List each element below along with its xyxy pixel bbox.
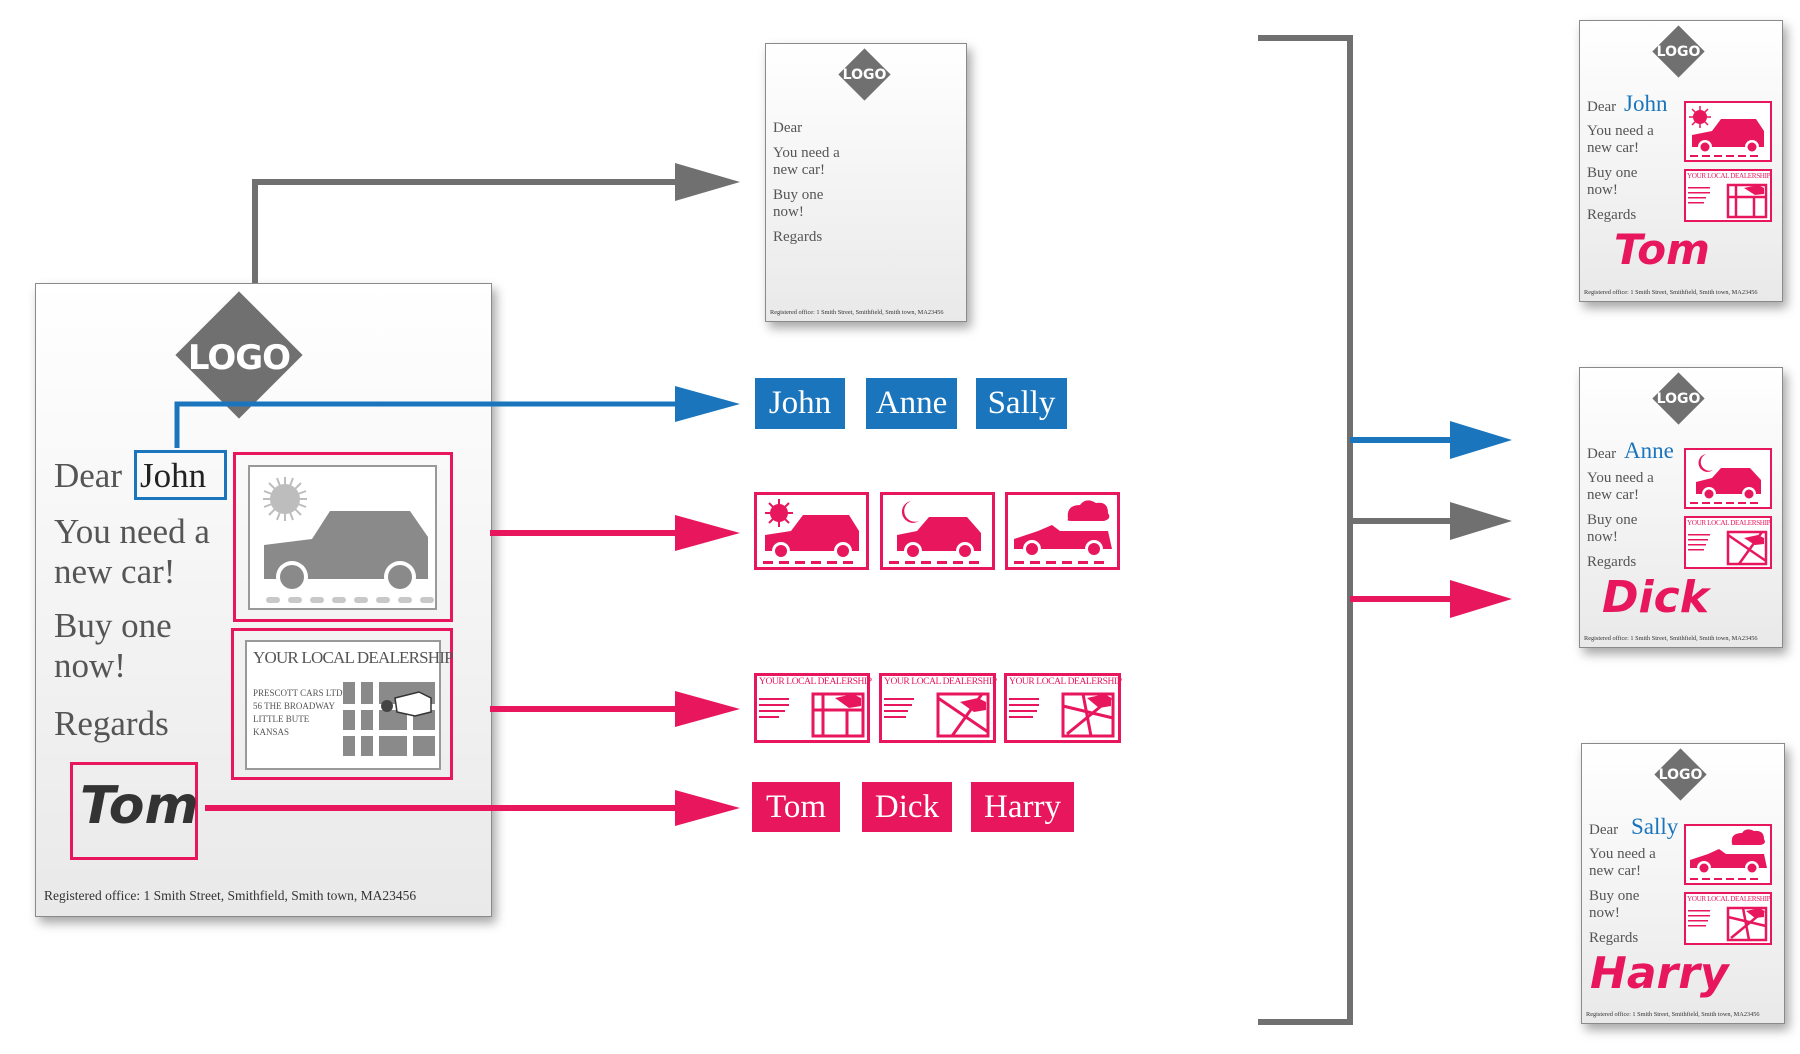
signature-tag-harry: Harry — [971, 782, 1074, 832]
output-name: Sally — [1631, 814, 1679, 839]
master-line1: You need a — [54, 512, 210, 551]
master-document: LOGO Dear John You need a new car! Buy o… — [35, 283, 492, 917]
master-dear: Dear — [54, 456, 123, 495]
master-dealer-field — [231, 628, 453, 780]
master-line2: new car! — [54, 552, 176, 591]
master-dealer-box: YOUR LOCAL DEALERSHIP PRESCOTT CARS LTD … — [245, 640, 454, 770]
template-document: LOGO Dear You need a new car! Buy one no… — [765, 43, 967, 322]
dealer-tile-2: YOUR LOCAL DEALERSHIP — [879, 673, 997, 743]
name-tag-john: John — [755, 378, 845, 429]
master-map-icon — [343, 682, 435, 756]
master-line3: Buy one — [54, 606, 172, 645]
master-name-field — [134, 450, 227, 500]
signature-tag-dick: Dick — [862, 782, 952, 832]
master-signature-field — [70, 762, 198, 860]
output-signature: Tom — [1614, 225, 1710, 274]
output-document-john: LOGO Dear John You need a new car! Buy o… — [1579, 20, 1783, 302]
output-signature: Harry — [1590, 948, 1729, 999]
master-signature: Tom — [80, 776, 199, 836]
car-tile-moon — [880, 492, 995, 570]
master-footer: Registered office: 1 Smith Street, Smith… — [44, 888, 417, 903]
master-image-field — [233, 452, 453, 622]
master-car-image — [248, 465, 437, 610]
master-regards: Regards — [54, 704, 169, 743]
dealer-tile-1: YOUR LOCAL DEALERSHIP — [754, 673, 872, 743]
car-tile-cloud — [1005, 492, 1120, 570]
name-tag-sally: Sally — [976, 378, 1067, 429]
output-document-sally: LOGO Dear Sally You need a new car! Buy … — [1581, 743, 1785, 1024]
master-name: John — [140, 456, 207, 495]
master-dealer-title: YOUR LOCAL DEALERSHIP — [253, 648, 454, 667]
master-line4: now! — [54, 646, 126, 685]
template-logo: LOGO — [838, 48, 891, 101]
dealer-tile-3: YOUR LOCAL DEALERSHIP — [1004, 673, 1122, 743]
output-document-anne: LOGO Dear Anne You need a new car! Buy o… — [1579, 367, 1783, 648]
master-logo: LOGO — [175, 291, 303, 419]
output-name: John — [1624, 91, 1668, 116]
output-signature: Dick — [1602, 572, 1709, 623]
output-name: Anne — [1624, 438, 1674, 463]
name-tag-anne: Anne — [866, 378, 957, 429]
car-tile-sun — [754, 492, 869, 570]
signature-tag-tom: Tom — [752, 782, 840, 832]
